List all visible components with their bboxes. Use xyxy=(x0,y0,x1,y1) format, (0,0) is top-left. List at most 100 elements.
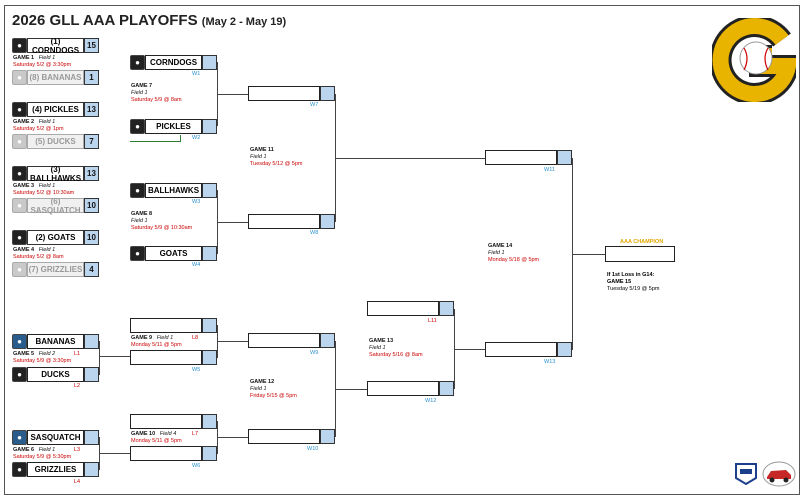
g6-connector-out xyxy=(99,453,130,454)
g8-bot-team[interactable]: GOATS xyxy=(145,246,202,261)
page-title: 2026 GLL AAA PLAYOFFS (May 2 - May 19) xyxy=(12,12,287,29)
g7-bot-team[interactable]: PICKLES xyxy=(145,119,202,134)
g13-bot-slot[interactable] xyxy=(367,381,439,396)
ducks-logo-icon: ● xyxy=(12,367,27,382)
g6-top-tag: L3 xyxy=(74,447,81,453)
g5-connector xyxy=(99,341,100,375)
g13-top-score xyxy=(439,301,454,316)
g9-bot-score xyxy=(202,350,217,365)
g7-top-score xyxy=(202,55,217,70)
g10-bot-tag: W6 xyxy=(192,463,201,469)
g7-bot-score xyxy=(202,119,217,134)
g8-bot-tag: W4 xyxy=(192,262,201,268)
g11-connector-out xyxy=(335,158,485,159)
g13-connector-out xyxy=(454,349,485,350)
g11-top-score xyxy=(320,86,335,101)
w13-tag: W13 xyxy=(544,359,556,365)
g13-top-tag: L11 xyxy=(428,318,437,324)
g4-top-score: 10 xyxy=(84,230,99,245)
g9-bot-tag: W5 xyxy=(192,367,201,373)
champion-label: AAA CHAMPION xyxy=(620,239,664,245)
g7-top-team[interactable]: CORNDOGS xyxy=(145,55,202,70)
g6-top-score xyxy=(84,430,99,445)
g7-top-tag: W1 xyxy=(192,71,201,77)
corndogs-logo-icon: ● xyxy=(12,38,27,53)
g14-connector-out xyxy=(572,254,605,255)
g9-connector-out xyxy=(217,341,248,342)
g7-bot-underline xyxy=(130,141,181,142)
g2-bot-team[interactable]: (5) DUCKS xyxy=(27,134,84,149)
g5-top-team[interactable]: BANANAS xyxy=(27,334,84,349)
g4-top-team[interactable]: (2) GOATS xyxy=(27,230,84,245)
g5-bot-score xyxy=(84,367,99,382)
g11-bot-score xyxy=(320,214,335,229)
g8-connector-out xyxy=(217,222,248,223)
g11-top-tag: W7 xyxy=(310,102,319,108)
sasquatch-logo-icon: ● xyxy=(12,198,27,213)
pickles-logo-icon: ● xyxy=(130,119,145,134)
g7-connector-out xyxy=(217,94,248,95)
g9-bot-slot[interactable] xyxy=(130,350,202,365)
g1-top-team[interactable]: (1) CORNDOGS xyxy=(27,37,84,55)
g11-top-slot[interactable] xyxy=(248,86,320,101)
g11-bot-tag: W8 xyxy=(310,230,319,236)
g11-bot-slot[interactable] xyxy=(248,214,320,229)
g3-bot-score: 10 xyxy=(84,198,99,213)
g5-bot-team[interactable]: DUCKS xyxy=(27,367,84,382)
ballhawks-logo-icon: ● xyxy=(12,166,27,181)
g12-top-slot[interactable] xyxy=(248,333,320,348)
goats-logo-icon: ● xyxy=(12,230,27,245)
g4-bot-team[interactable]: (7) GRIZZLIES xyxy=(27,262,84,277)
corndogs-logo-icon: ● xyxy=(130,55,145,70)
g10-top-score xyxy=(202,414,217,429)
g12-top-tag: W9 xyxy=(310,350,319,356)
g1-bot-score: 1 xyxy=(84,70,99,85)
bananas-logo-icon: ● xyxy=(12,334,27,349)
g8-top-team[interactable]: BALLHAWKS xyxy=(145,183,202,198)
g8-bot-score xyxy=(202,246,217,261)
g2-top-score: 13 xyxy=(84,102,99,117)
g4-bot-score: 4 xyxy=(84,262,99,277)
g10-bot-slot[interactable] xyxy=(130,446,202,461)
g10-top-slot[interactable] xyxy=(130,414,202,429)
w13-slot[interactable] xyxy=(485,342,557,357)
g10-top-tag: L7 xyxy=(192,431,199,437)
g6-bot-tag: L4 xyxy=(74,479,81,485)
g13-top-slot[interactable] xyxy=(367,301,439,316)
g8-top-tag: W3 xyxy=(192,199,201,205)
champion-slot[interactable] xyxy=(605,246,675,262)
little-league-logo xyxy=(735,463,757,486)
g5-bot-tag: L2 xyxy=(74,383,81,389)
w11-score xyxy=(557,150,572,165)
g3-bot-team[interactable]: (6) SASQUATCH xyxy=(27,197,84,215)
g5-top-tag: L1 xyxy=(74,351,81,357)
grizzlies-logo-icon: ● xyxy=(12,262,27,277)
g6-top-team[interactable]: SASQUATCH xyxy=(27,430,84,445)
g10-connector-out xyxy=(217,437,248,438)
g1-bot-team[interactable]: (8) BANANAS xyxy=(27,70,84,85)
g8-top-score xyxy=(202,183,217,198)
g12-bot-tag: W10 xyxy=(307,446,319,452)
g9-top-slot[interactable] xyxy=(130,318,202,333)
w11-slot[interactable] xyxy=(485,150,557,165)
g12-bot-slot[interactable] xyxy=(248,429,320,444)
g2-top-team[interactable]: (4) PICKLES xyxy=(27,102,84,117)
g12-top-score xyxy=(320,333,335,348)
sasquatch-logo-icon: ● xyxy=(12,430,27,445)
g6-bot-score xyxy=(84,462,99,477)
g6-bot-team[interactable]: GRIZZLIES xyxy=(27,462,84,477)
w11-tag: W11 xyxy=(544,167,555,173)
g3-top-team[interactable]: (3) BALLHAWKS xyxy=(27,165,84,183)
